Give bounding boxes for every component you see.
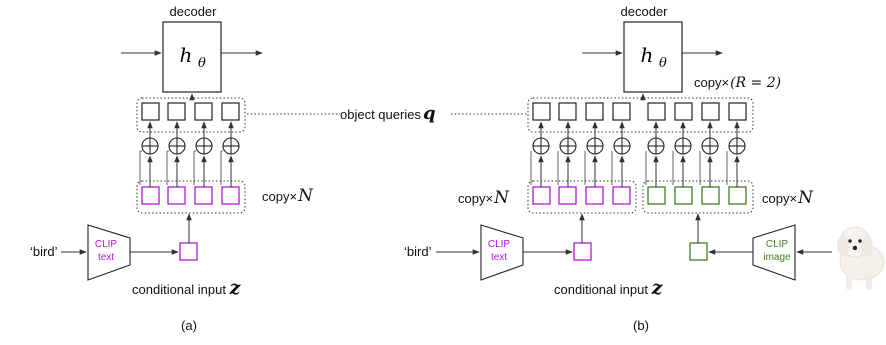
query-square (532, 102, 551, 121)
copy-r-label: copy×(R = 2) (694, 75, 781, 91)
copy-square (558, 186, 577, 205)
plus-row-b (532, 137, 746, 155)
caption-a: (a) (181, 318, 197, 333)
text-conditional-square-b (573, 242, 592, 261)
plus-icon (647, 137, 665, 155)
image-copies-b (647, 186, 747, 205)
caption-b: (b) (633, 318, 649, 333)
clip-image-label-b: CLIP (766, 239, 789, 250)
bird-label-b: ‘bird’ (404, 244, 432, 259)
copy-square (585, 186, 604, 205)
clip-image-encoder-b (752, 224, 796, 281)
copy-square (674, 186, 693, 205)
copy-square (221, 186, 240, 205)
h-theta-b: h (641, 43, 654, 67)
image-label-b: image (763, 252, 791, 263)
panel-a: decoder h θ (30, 4, 314, 333)
copy-square (728, 186, 747, 205)
theta-sub-a: θ (198, 56, 206, 71)
queries-group-a (136, 97, 246, 133)
copy-square (167, 186, 186, 205)
plus-side-inputs-a (139, 150, 223, 185)
plus-icon (222, 137, 240, 155)
copies-a (141, 186, 240, 205)
dog-photo-icon (837, 226, 885, 290)
plus-row-a (141, 137, 240, 155)
decoder-label-b: decoder (621, 4, 669, 19)
conditional-input-label-a: conditional input z (132, 277, 242, 299)
clip-label-b: CLIP (488, 239, 511, 250)
query-square (674, 102, 693, 121)
copy-square (532, 186, 551, 205)
plus-icon (701, 137, 719, 155)
conditional-input-square-a (179, 242, 198, 261)
text-label-a: text (98, 252, 114, 263)
image-copies-group-b (642, 180, 754, 214)
query-square (194, 102, 213, 121)
clip-label-a: CLIP (95, 239, 118, 250)
plus-icon (559, 137, 577, 155)
theta-sub-b: θ (659, 56, 667, 71)
decoder-box-b (623, 21, 683, 93)
query-square (558, 102, 577, 121)
h-theta-a: h (180, 43, 193, 67)
query-square (141, 102, 160, 121)
copy-square (612, 186, 631, 205)
plus-icon (613, 137, 631, 155)
copy-to-plus-arrows-a (147, 155, 234, 187)
decoder-label-a: decoder (170, 4, 218, 19)
copy-n-label-b-left: copy×N (458, 188, 510, 208)
query-square (701, 102, 720, 121)
query-square (221, 102, 240, 121)
plus-side-inputs-b (530, 151, 728, 185)
plus-icon (168, 137, 186, 155)
decoder-box-a (162, 21, 222, 93)
queries-group-b (527, 97, 754, 133)
text-label-b: text (491, 252, 507, 263)
copy-square (194, 186, 213, 205)
queries-b (532, 102, 747, 121)
queries-a (141, 102, 240, 121)
plus-to-query-arrows-a (147, 121, 234, 138)
query-square (167, 102, 186, 121)
query-square (585, 102, 604, 121)
plus-icon (141, 137, 159, 155)
image-conditional-square-b (689, 242, 708, 261)
plus-icon (532, 137, 550, 155)
copy-n-label-b-right: copy×N (762, 188, 814, 208)
text-copies-b (532, 186, 631, 205)
plus-icon (195, 137, 213, 155)
copies-group-a (136, 180, 246, 214)
query-square (647, 102, 666, 121)
copy-square (701, 186, 720, 205)
copy-square (647, 186, 666, 205)
clip-text-encoder-b (480, 224, 524, 281)
panel-b: decoder h θ copy×(R = 2) (404, 4, 885, 333)
text-copies-group-b (527, 180, 637, 214)
plus-icon (728, 137, 746, 155)
conditional-input-label-b: conditional input z (554, 277, 664, 299)
plus-icon (674, 137, 692, 155)
plus-to-query-arrows-b (538, 121, 740, 138)
copy-square (141, 186, 160, 205)
query-square (728, 102, 747, 121)
query-square (612, 102, 631, 121)
clip-text-encoder-a (87, 224, 131, 281)
copy-to-plus-arrows-b (538, 155, 740, 187)
copy-n-label-a: copy×N (262, 186, 314, 206)
bird-label-a: ‘bird’ (30, 244, 58, 259)
plus-icon (586, 137, 604, 155)
